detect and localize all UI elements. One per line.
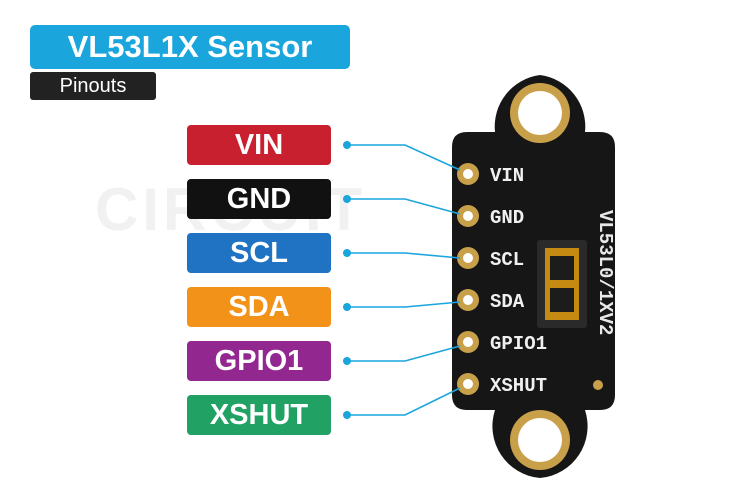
connector-dot-gpio1	[343, 357, 351, 365]
pin-label-sda: SDA	[187, 287, 331, 327]
connector-gnd	[347, 198, 461, 215]
connector-sda	[347, 301, 461, 308]
silk-gpio1: GPIO1	[490, 333, 547, 355]
connector-dot-scl	[343, 249, 351, 257]
pin-label-vin: VIN	[187, 125, 331, 165]
connector-scl	[347, 252, 461, 259]
silk-vin: VIN	[490, 165, 524, 187]
silk-gnd: GND	[490, 207, 524, 229]
board-silkscreen-text: VL53L0/1XV2	[594, 210, 616, 335]
pin-pads	[457, 163, 479, 395]
connector-dot-sda	[343, 303, 351, 311]
pin-label-scl: SCL	[187, 233, 331, 273]
pin-label-gpio1: GPIO1	[187, 341, 331, 381]
silk-sda: SDA	[490, 291, 525, 313]
pin-label-gnd: GND	[187, 179, 331, 219]
connector-dot-vin	[343, 141, 351, 149]
connector-dot-xshut	[343, 411, 351, 419]
page-subtitle: Pinouts	[30, 72, 156, 100]
silk-xshut: XSHUT	[490, 375, 547, 397]
pcb-board	[452, 75, 615, 478]
connector-xshut	[347, 387, 461, 416]
page-title: VL53L1X Sensor	[30, 25, 350, 69]
via	[593, 380, 603, 390]
connector-gpio1	[347, 345, 461, 362]
connector-dot-gnd	[343, 195, 351, 203]
silk-scl: SCL	[490, 249, 524, 271]
pin-label-xshut: XSHUT	[187, 395, 331, 435]
connector-vin	[347, 144, 461, 171]
